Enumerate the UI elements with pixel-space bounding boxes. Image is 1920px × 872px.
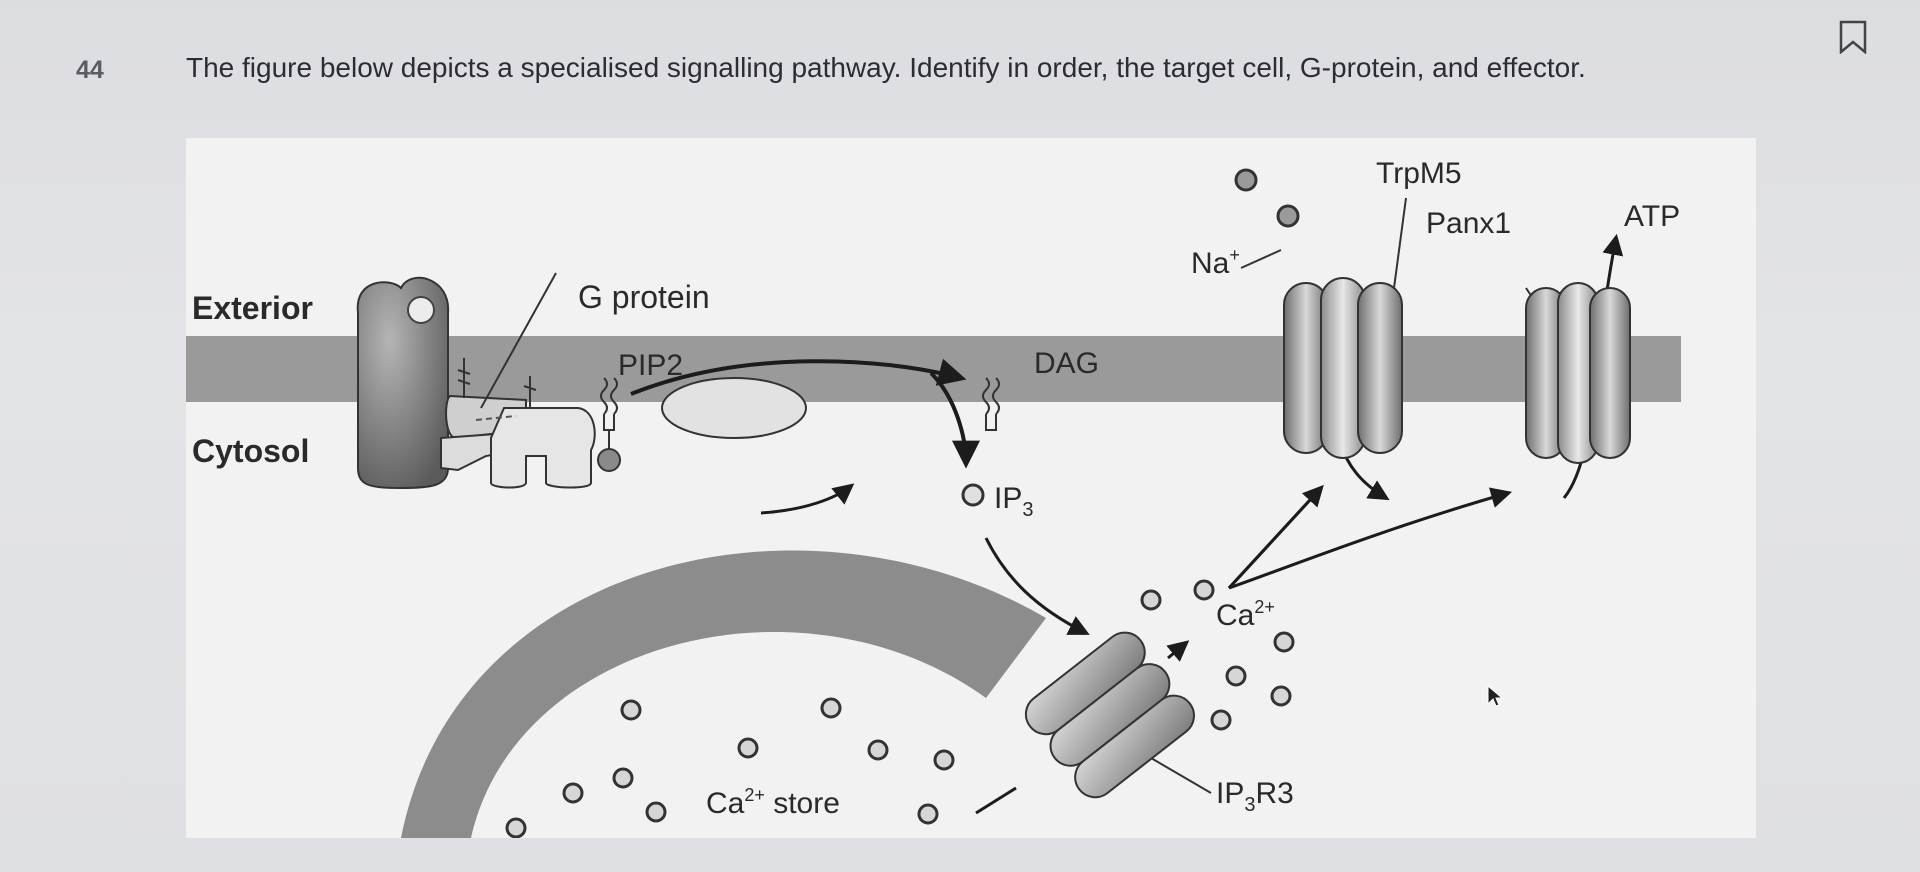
calcium-store-label: Ca2+ store	[706, 785, 840, 820]
bookmark-icon[interactable]	[1838, 20, 1868, 54]
receptor	[356, 276, 450, 490]
pip2-label: PIP2	[618, 349, 683, 382]
trpm5-channel	[1283, 277, 1403, 459]
ip3-label: IP3	[994, 482, 1033, 521]
plc-enzyme	[661, 377, 807, 439]
na-ion	[1276, 204, 1300, 228]
calcium-label: Ca2+	[1216, 597, 1275, 632]
atp-label: ATP	[1624, 200, 1680, 233]
question-text: The figure below depicts a specialised s…	[186, 52, 1586, 83]
ip3-molecule	[961, 483, 985, 507]
g-protein	[440, 358, 596, 489]
exterior-label: Exterior	[192, 290, 313, 326]
panx1-label: Panx1	[1426, 207, 1511, 240]
ip3r3-receptor	[1024, 631, 1195, 799]
pip2-lipid	[597, 377, 621, 472]
ip3r3-label: IP3R3	[1216, 777, 1294, 816]
na-ion	[1234, 168, 1258, 192]
endoplasmic-reticulum	[401, 550, 1046, 838]
dag-lipid	[982, 377, 1000, 431]
signalling-pathway-figure: Exterior Cytosol G protein PIP2 DAG IP3 …	[186, 138, 1756, 838]
pathway-diagram: Exterior Cytosol G protein PIP2 DAG IP3 …	[186, 157, 1681, 838]
cytosolic-calcium-ions	[1140, 579, 1295, 731]
dag-label: DAG	[1034, 347, 1099, 380]
cytosol-label: Cytosol	[192, 433, 309, 469]
question-number: 44	[76, 56, 104, 84]
na-label: Na+	[1191, 245, 1240, 280]
g-protein-label: G protein	[578, 279, 710, 315]
panx1-channel	[1525, 282, 1631, 464]
trpm5-label: TrpM5	[1376, 157, 1462, 190]
stored-calcium-ions	[505, 697, 955, 838]
mouse-cursor-icon	[1487, 684, 1504, 707]
